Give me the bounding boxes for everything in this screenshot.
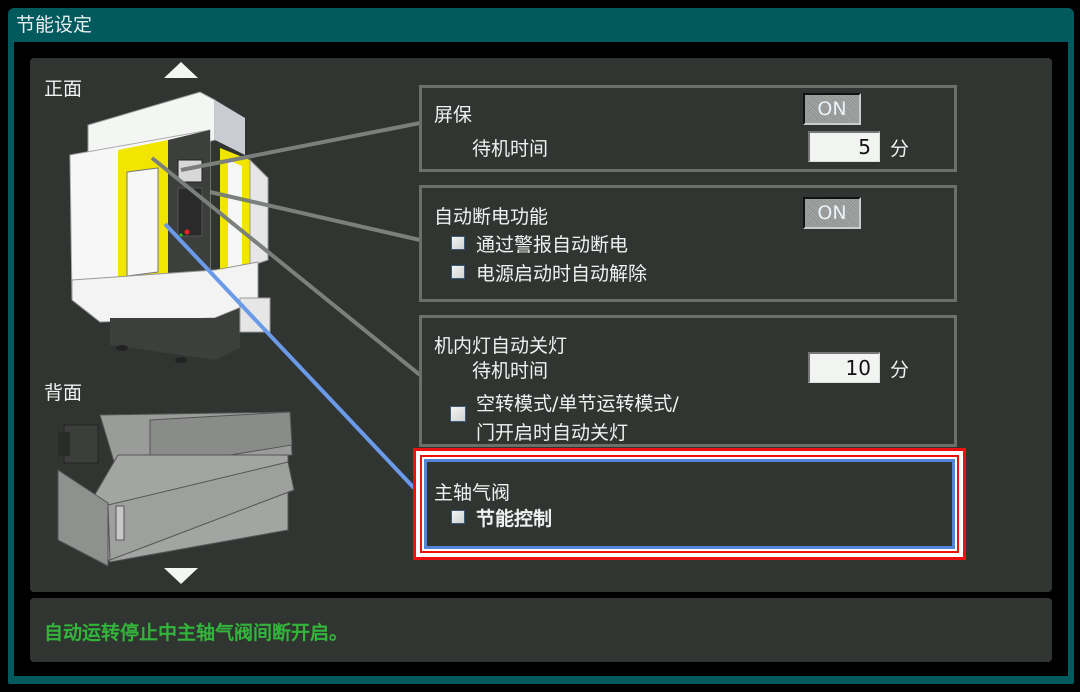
- alarm-power-off-checkbox[interactable]: [451, 236, 465, 250]
- power-on-release-checkbox[interactable]: [451, 265, 465, 279]
- window-title: 节能设定: [16, 14, 93, 36]
- auto-power-off-label: 自动断电功能: [434, 206, 549, 228]
- auto-power-off-toggle[interactable]: ON: [803, 197, 861, 229]
- back-view-label: 背面: [44, 382, 83, 404]
- interior-light-group: [419, 315, 957, 447]
- idle-mode-light-off-label-1: 空转模式/单节运转模式/: [476, 393, 679, 415]
- spindle-air-valve-highlight: [413, 448, 966, 560]
- energy-saving-control-checkbox[interactable]: [451, 510, 465, 524]
- screen-saver-toggle[interactable]: ON: [803, 93, 861, 125]
- front-machine-image: [69, 91, 271, 363]
- idle-mode-light-off-checkbox[interactable]: [450, 406, 466, 422]
- spindle-air-valve-label: 主轴气阀: [434, 482, 511, 504]
- alarm-power-off-label: 通过警报自动断电: [476, 234, 629, 256]
- status-panel: 自动运转停止中主轴气阀间断开启。: [30, 598, 1052, 662]
- screen-saver-unit: 分: [890, 138, 910, 160]
- power-on-release-label: 电源启动时自动解除: [476, 263, 648, 285]
- back-machine-image: [57, 411, 295, 567]
- screen-saver-group: [419, 85, 957, 172]
- auto-power-off-group: [419, 185, 957, 302]
- spindle-air-valve-group: [424, 459, 955, 549]
- view-up-arrow-icon[interactable]: [164, 62, 198, 78]
- interior-light-standby-label: 待机时间: [472, 360, 549, 382]
- interior-light-label: 机内灯自动关灯: [434, 335, 568, 357]
- interior-light-unit: 分: [890, 359, 910, 381]
- interior-light-standby-input[interactable]: 10: [808, 352, 880, 383]
- energy-saving-control-label: 节能控制: [476, 508, 553, 530]
- screen-saver-standby-label: 待机时间: [472, 138, 549, 160]
- idle-mode-light-off-label-2: 门开启时自动关灯: [476, 422, 629, 444]
- status-message: 自动运转停止中主轴气阀间断开启。: [44, 622, 349, 644]
- screen-saver-standby-input[interactable]: 5: [808, 131, 880, 162]
- front-view-label: 正面: [44, 78, 83, 100]
- view-down-arrow-icon[interactable]: [164, 568, 198, 584]
- screen-saver-label: 屏保: [434, 104, 473, 126]
